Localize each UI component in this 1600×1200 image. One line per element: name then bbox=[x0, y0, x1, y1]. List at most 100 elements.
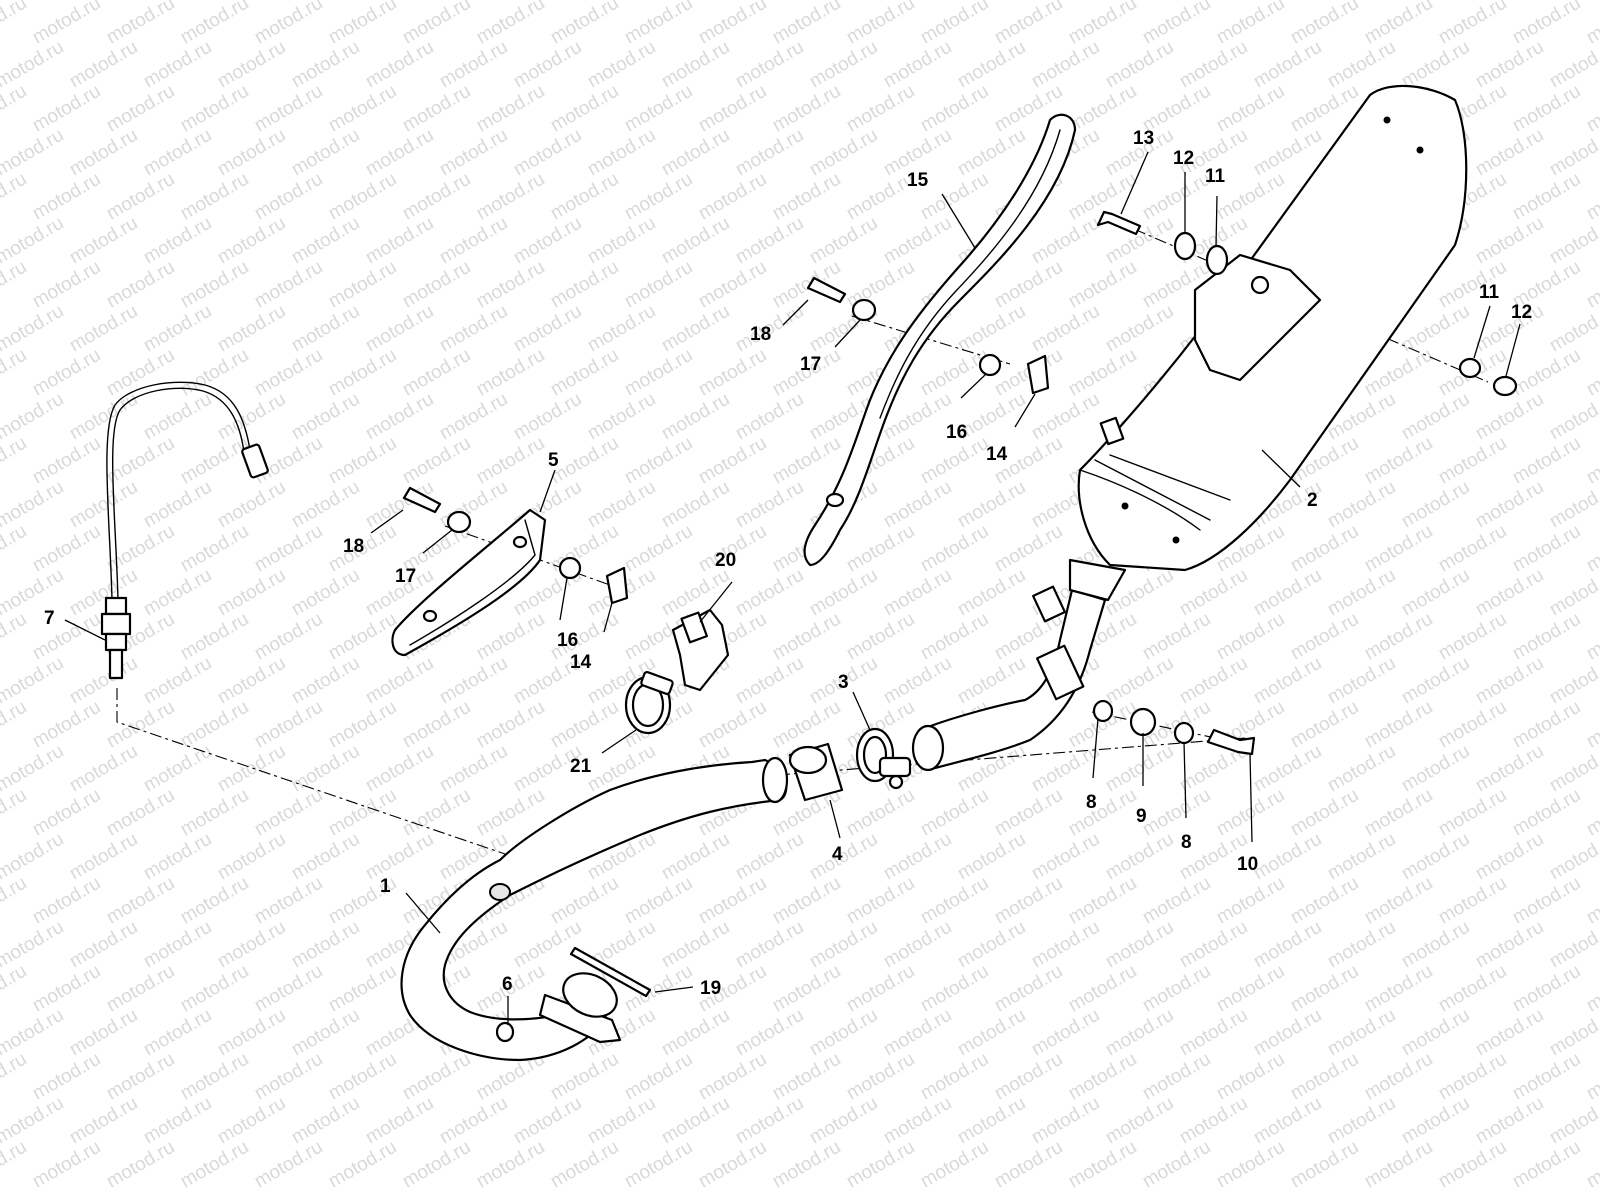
watermark-text: motod.ru bbox=[917, 0, 992, 48]
watermark-text: motod.ru bbox=[806, 565, 881, 621]
watermark-text: motod.ru bbox=[66, 477, 141, 533]
watermark-text: motod.ru bbox=[1287, 873, 1362, 929]
watermark-text: motod.ru bbox=[66, 653, 141, 709]
watermark-text: motod.ru bbox=[66, 125, 141, 181]
watermark-text: motod.ru bbox=[1176, 565, 1251, 621]
watermark-text: motod.ru bbox=[1102, 741, 1177, 797]
watermark-text: motod.ru bbox=[177, 345, 252, 401]
watermark-text: motod.ru bbox=[177, 1137, 252, 1193]
watermark-text: motod.ru bbox=[1250, 1005, 1325, 1061]
watermark-text: motod.ru bbox=[362, 741, 437, 797]
watermark-text: motod.ru bbox=[103, 257, 178, 313]
callout-6: 6 bbox=[502, 974, 513, 995]
watermark-text: motod.ru bbox=[1398, 917, 1473, 973]
watermark-text: motod.ru bbox=[0, 565, 67, 621]
watermark-text: motod.ru bbox=[1065, 0, 1140, 48]
watermark-text: motod.ru bbox=[325, 1049, 400, 1105]
watermark-text: motod.ru bbox=[658, 213, 733, 269]
callout-11-b: 11 bbox=[1479, 282, 1500, 303]
watermark-text: motod.ru bbox=[880, 653, 955, 709]
watermark-text: motod.ru bbox=[1324, 565, 1399, 621]
watermark-text: motod.ru bbox=[177, 169, 252, 225]
watermark-text: motod.ru bbox=[658, 301, 733, 357]
watermark-text: motod.ru bbox=[1287, 609, 1362, 665]
watermark-text: motod.ru bbox=[140, 653, 215, 709]
watermark-text: motod.ru bbox=[1028, 389, 1103, 445]
watermark-text: motod.ru bbox=[547, 1137, 622, 1193]
watermark-text: motod.ru bbox=[66, 829, 141, 885]
watermark-text: motod.ru bbox=[473, 0, 548, 48]
holder-bracket bbox=[671, 608, 730, 692]
watermark-text: motod.ru bbox=[177, 1049, 252, 1105]
watermark-text: motod.ru bbox=[399, 785, 474, 841]
watermark-text: motod.ru bbox=[251, 961, 326, 1017]
watermark-text: motod.ru bbox=[0, 125, 67, 181]
watermark-text: motod.ru bbox=[732, 1005, 807, 1061]
watermark-text: motod.ru bbox=[177, 609, 252, 665]
watermark-text: motod.ru bbox=[1139, 1137, 1214, 1193]
watermark-text: motod.ru bbox=[769, 1049, 844, 1105]
watermark-text: motod.ru bbox=[769, 1137, 844, 1193]
watermark-text: motod.ru bbox=[177, 521, 252, 577]
watermark-text: motod.ru bbox=[473, 81, 548, 137]
header-pipe bbox=[400, 756, 789, 1062]
watermark-text: motod.ru bbox=[1287, 521, 1362, 577]
watermark-text: motod.ru bbox=[658, 1005, 733, 1061]
watermark-text: motod.ru bbox=[66, 213, 141, 269]
watermark-text: motod.ru bbox=[473, 169, 548, 225]
watermark-text: motod.ru bbox=[991, 521, 1066, 577]
watermark-text: motod.ru bbox=[954, 301, 1029, 357]
watermark-text: motod.ru bbox=[1435, 873, 1510, 929]
watermark-text: motod.ru bbox=[0, 1093, 67, 1149]
watermark-text: motod.ru bbox=[362, 829, 437, 885]
watermark-text: motod.ru bbox=[806, 917, 881, 973]
watermark-text: motod.ru bbox=[436, 301, 511, 357]
callout-20: 20 bbox=[715, 550, 736, 571]
watermark-text: motod.ru bbox=[1583, 433, 1600, 489]
watermark-text: motod.ru bbox=[954, 1005, 1029, 1061]
watermark-text: motod.ru bbox=[0, 873, 30, 929]
callout-labels: 1 2 3 4 5 6 7 8 8 9 10 11 11 12 12 13 14… bbox=[44, 128, 1532, 999]
watermark-text: motod.ru bbox=[399, 433, 474, 489]
watermark-text: motod.ru bbox=[214, 213, 289, 269]
watermark-text: motod.ru bbox=[880, 1093, 955, 1149]
watermark-text: motod.ru bbox=[1139, 169, 1214, 225]
watermark-text: motod.ru bbox=[843, 0, 918, 48]
watermark-text: motod.ru bbox=[1398, 37, 1473, 93]
watermark-text: motod.ru bbox=[1065, 257, 1140, 313]
watermark-text: motod.ru bbox=[177, 81, 252, 137]
watermark-text: motod.ru bbox=[917, 609, 992, 665]
watermark-text: motod.ru bbox=[0, 653, 67, 709]
watermark-text: motod.ru bbox=[1250, 565, 1325, 621]
watermark-text: motod.ru bbox=[473, 345, 548, 401]
watermark-text: motod.ru bbox=[1287, 697, 1362, 753]
watermark-text: motod.ru bbox=[1583, 1137, 1600, 1193]
sealing-ring bbox=[788, 742, 844, 802]
callout-15: 15 bbox=[907, 170, 929, 191]
watermark-text: motod.ru bbox=[1398, 653, 1473, 709]
watermark-text: motod.ru bbox=[584, 213, 659, 269]
watermark-text: motod.ru bbox=[732, 1093, 807, 1149]
watermark-text: motod.ru bbox=[547, 257, 622, 313]
watermark-text: motod.ru bbox=[251, 257, 326, 313]
watermark-text: motod.ru bbox=[103, 0, 178, 48]
watermark-text: motod.ru bbox=[1287, 0, 1362, 48]
watermark-text: motod.ru bbox=[954, 565, 1029, 621]
watermark-text: motod.ru bbox=[991, 785, 1066, 841]
watermark-text: motod.ru bbox=[1139, 785, 1214, 841]
watermark-text: motod.ru bbox=[1250, 829, 1325, 885]
watermark-text: motod.ru bbox=[1324, 1093, 1399, 1149]
watermark-text: motod.ru bbox=[621, 1137, 696, 1193]
watermark-text: motod.ru bbox=[621, 521, 696, 577]
callout-16-a: 16 bbox=[946, 422, 967, 443]
watermark-text: motod.ru bbox=[0, 301, 67, 357]
watermark-text: motod.ru bbox=[584, 37, 659, 93]
watermark-text: motod.ru bbox=[0, 829, 67, 885]
watermark-text: motod.ru bbox=[103, 785, 178, 841]
watermark-text: motod.ru bbox=[806, 213, 881, 269]
watermark-text: motod.ru bbox=[399, 169, 474, 225]
watermark-text: motod.ru bbox=[1287, 1049, 1362, 1105]
watermark-text: motod.ru bbox=[1065, 1049, 1140, 1105]
watermark-text: motod.ru bbox=[954, 125, 1029, 181]
watermark-text: motod.ru bbox=[510, 301, 585, 357]
